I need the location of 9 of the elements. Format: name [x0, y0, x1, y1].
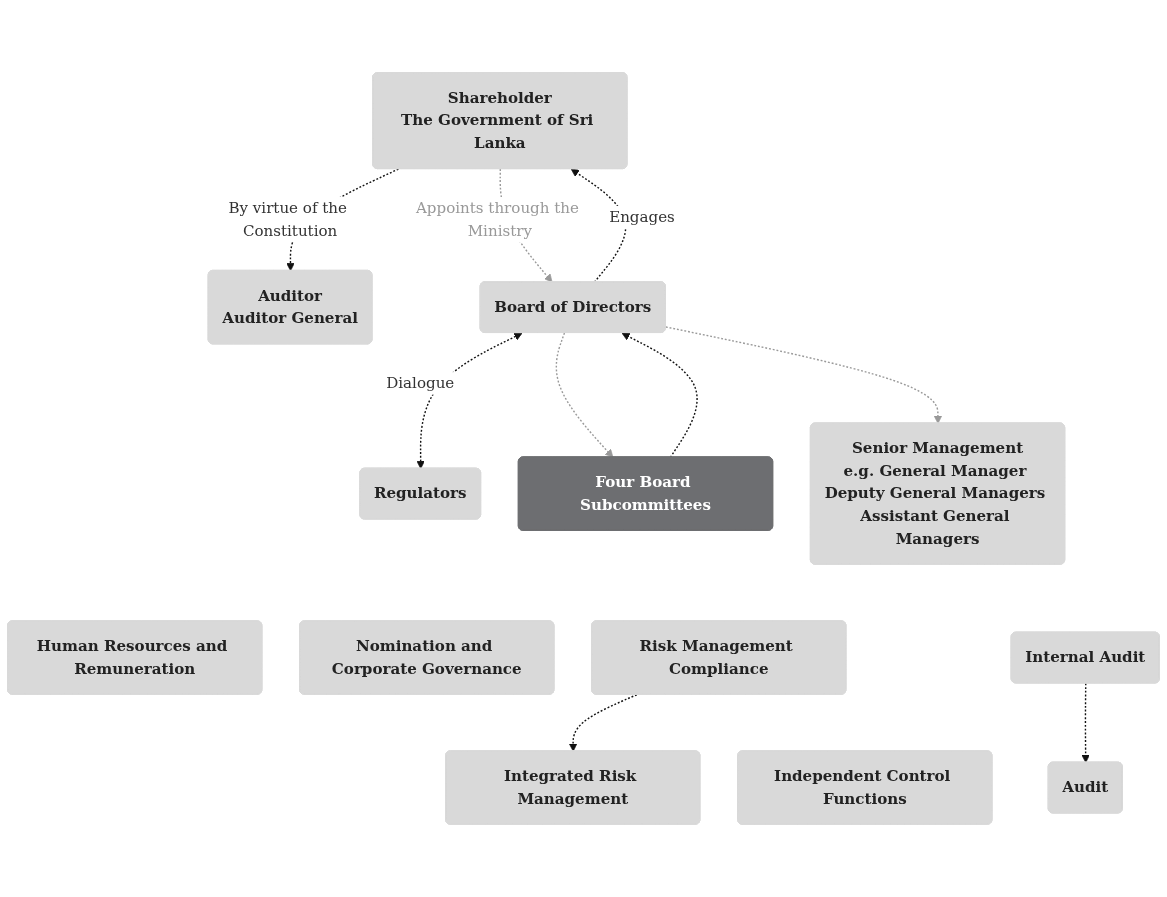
arrow [568, 694, 638, 752]
arrow [1081, 682, 1090, 764]
arrow [416, 332, 523, 470]
arrow [555, 332, 614, 458]
edge-label: By virtue of the Constitution [228, 198, 347, 240]
edge-label: Dialogue [386, 374, 455, 392]
edge-label: Appoints through the Ministry [415, 198, 579, 240]
arrow [665, 326, 943, 424]
edge-label: Engages [609, 207, 675, 226]
